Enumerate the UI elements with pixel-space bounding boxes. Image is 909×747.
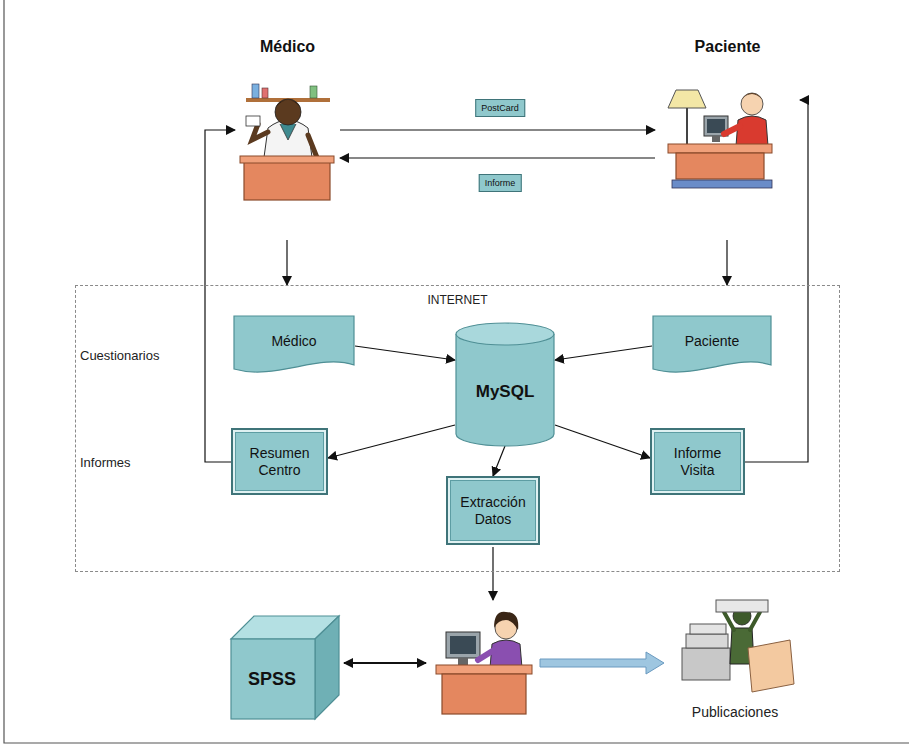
patient-actor: Paciente xyxy=(655,38,800,240)
publications-actor: Publicaciones xyxy=(665,600,805,720)
row-label: Informes xyxy=(80,455,131,470)
node-text: Paciente xyxy=(685,333,739,349)
row-label: Cuestionarios xyxy=(80,348,160,363)
flow-arrow xyxy=(726,240,727,285)
database-cylinder: MySQL xyxy=(455,322,555,446)
patient-figure-part xyxy=(724,126,740,134)
edge-label: Informe xyxy=(479,174,522,192)
data-flow-arrows-part xyxy=(344,662,426,664)
analyst-figure-part xyxy=(478,650,494,660)
flow-arrow xyxy=(340,129,655,130)
publications-figure-part xyxy=(682,648,730,680)
node-text: Médico xyxy=(260,38,315,56)
doctor-figure-part xyxy=(275,100,301,108)
analyst-figure-part xyxy=(436,665,532,674)
publications-figure-part xyxy=(748,640,794,692)
doctor-figure-part xyxy=(280,124,296,140)
data-flow-arrows xyxy=(344,547,664,674)
report-box: Resumen Centro xyxy=(231,428,328,495)
doctor-figure-part xyxy=(275,99,301,125)
document-shape xyxy=(234,316,354,372)
flow-arrow xyxy=(555,425,650,458)
doctor-figure-part xyxy=(244,160,330,200)
flow-arrow xyxy=(286,240,287,285)
node-text: INTERNET xyxy=(428,294,488,308)
publications-figure-part xyxy=(690,624,726,634)
node-outline xyxy=(230,615,340,720)
publications-figure-part xyxy=(716,600,768,612)
patient-figure xyxy=(668,90,772,188)
node-text: SPSS xyxy=(248,669,296,690)
cube-side xyxy=(315,616,339,719)
analyst-figure-part xyxy=(458,658,468,665)
patient-figure-part xyxy=(676,153,764,179)
flow-arrow xyxy=(328,425,455,458)
doctor-figure-part xyxy=(246,116,260,126)
node-text: Paciente xyxy=(695,38,761,56)
internet-region: INTERNET MédicoMySQL PacienteResumen Centr… xyxy=(75,285,840,572)
doctor-figure-part xyxy=(262,88,268,98)
doctor-figure-part xyxy=(252,84,259,98)
questionnaire-document: Paciente xyxy=(652,315,772,377)
node-text: Resumen Centro xyxy=(241,445,318,477)
node-text: MySQL xyxy=(476,382,535,402)
patient-figure-part xyxy=(741,93,763,100)
doctor-actor: Médico xyxy=(235,38,340,240)
cylinder-top xyxy=(456,323,554,345)
doctor-figure-part xyxy=(310,86,317,98)
analyst-figure-part xyxy=(490,640,522,668)
node-text: Extracción Datos xyxy=(456,494,530,526)
patient-figure-part xyxy=(686,108,688,148)
patient-figure-part xyxy=(707,119,725,133)
publications-figure-part xyxy=(724,612,760,630)
patient-figure-part xyxy=(668,144,772,153)
doctor-figure xyxy=(240,84,334,200)
publications-figure-part xyxy=(686,634,728,648)
data-flow-arrows-part xyxy=(492,547,493,600)
flow-arrow xyxy=(340,157,655,158)
extraction-box: Extracción Datos xyxy=(446,476,540,545)
patient-figure-part xyxy=(736,116,768,146)
node-text: Informe Visita xyxy=(660,445,735,477)
flow-arrow xyxy=(555,346,652,360)
analyst-figure-part xyxy=(494,612,518,630)
flow-arrow xyxy=(493,446,505,476)
doctor-figure-part xyxy=(240,156,334,163)
node-text: Publicaciones xyxy=(692,704,778,720)
analyst-figure-part xyxy=(442,674,526,714)
publications-figure xyxy=(682,600,794,692)
patient-figure-part xyxy=(668,90,706,108)
flow-arrow xyxy=(745,100,808,462)
patient-figure-part xyxy=(712,136,720,142)
patient-figure-part xyxy=(741,93,763,115)
patient-figure-part xyxy=(672,180,772,188)
flow-arrow xyxy=(355,346,455,360)
cylinder-body xyxy=(456,334,554,446)
analyst-figure-part xyxy=(450,636,476,654)
cube-front xyxy=(231,639,315,719)
data-flow-arrows-part xyxy=(540,652,664,674)
edge-label: PostCard xyxy=(475,99,525,117)
questionnaire-document: Médico xyxy=(233,315,355,377)
spss-cube: SPSS xyxy=(230,615,340,720)
analyst-figure-part xyxy=(446,632,480,658)
document-shape xyxy=(653,316,771,372)
page-frame xyxy=(4,0,909,743)
node-text: Médico xyxy=(271,333,316,349)
flow-arrow xyxy=(205,130,235,462)
report-box: Informe Visita xyxy=(650,428,745,495)
doctor-figure-part xyxy=(252,124,268,140)
analyst-figure xyxy=(436,612,532,714)
page-frame-part xyxy=(4,0,909,743)
